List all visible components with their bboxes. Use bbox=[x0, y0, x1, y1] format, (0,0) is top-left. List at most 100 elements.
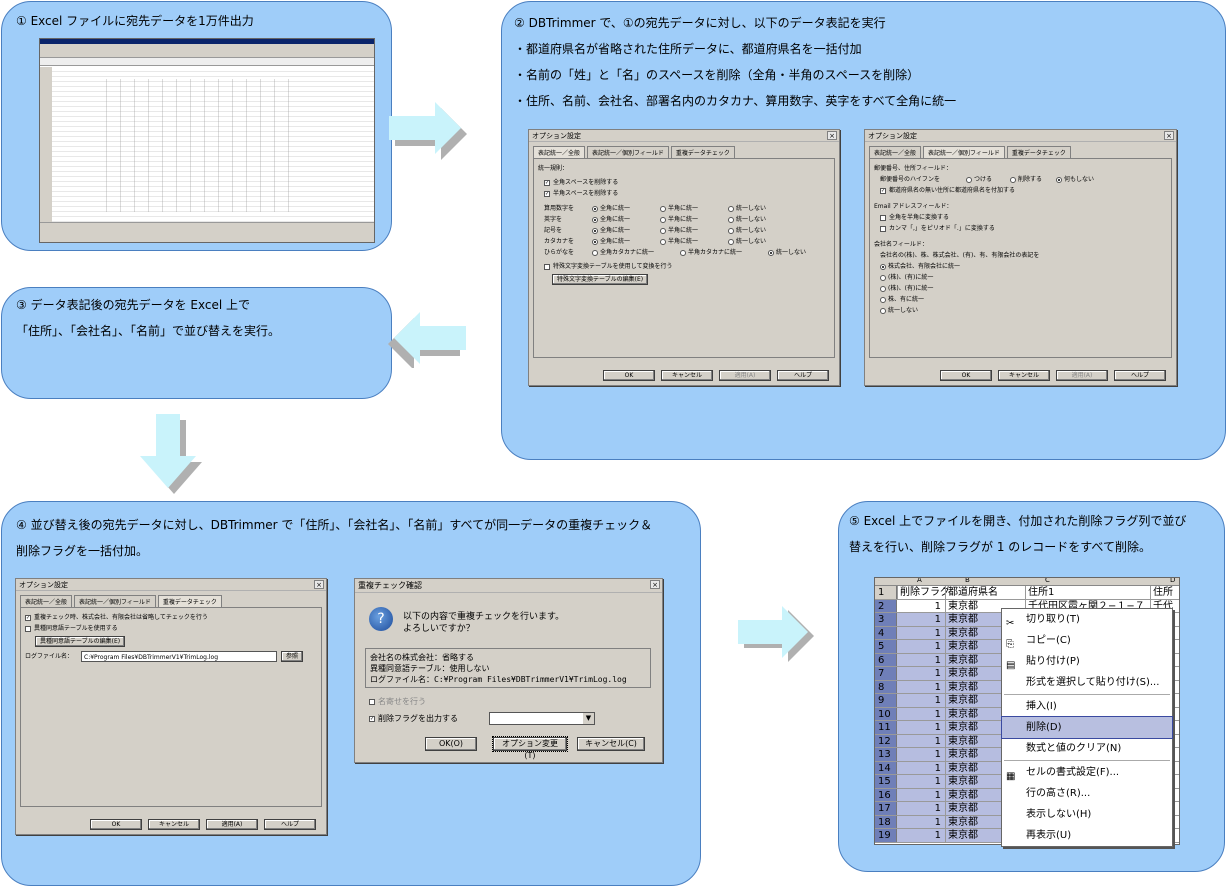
row-number[interactable]: 9 bbox=[875, 694, 897, 707]
row-number[interactable]: 2 bbox=[875, 599, 897, 612]
menu-item[interactable]: ✂切り取り(T) bbox=[1002, 609, 1172, 630]
close-icon[interactable]: × bbox=[1164, 131, 1174, 140]
tab-duplicate[interactable]: 重複データチェック bbox=[1006, 146, 1071, 158]
row-number[interactable]: 8 bbox=[875, 680, 897, 693]
header-cell[interactable]: 都道府県名 bbox=[945, 586, 998, 599]
radio[interactable] bbox=[680, 249, 686, 256]
tab-general[interactable]: 表記統一／全般 bbox=[20, 595, 73, 607]
tab-general[interactable]: 表記統一／全般 bbox=[869, 146, 922, 158]
apply-button[interactable]: 適用(A) bbox=[206, 819, 258, 830]
row-number[interactable]: 3 bbox=[875, 613, 897, 626]
radio[interactable] bbox=[1056, 176, 1062, 183]
flag-cell[interactable]: 1 bbox=[897, 640, 945, 653]
tab-general[interactable]: 表記統一／全般 bbox=[533, 146, 586, 158]
change-options-button[interactable]: オプション変更(T) bbox=[492, 736, 568, 760]
ok-button[interactable]: OK bbox=[90, 819, 142, 830]
row-number[interactable]: 5 bbox=[875, 640, 897, 653]
tab-individual[interactable]: 表記統一／個別フィールド bbox=[923, 146, 1005, 158]
column-header[interactable]: D bbox=[1170, 577, 1176, 584]
tab-duplicate[interactable]: 重複データチェック bbox=[670, 146, 735, 158]
menu-item[interactable]: 表示しない(H) bbox=[1002, 804, 1172, 825]
flag-cell[interactable]: 1 bbox=[897, 599, 945, 612]
address-cell[interactable]: 千代田区霞ヶ関２−１−７ bbox=[1025, 599, 1145, 612]
radio[interactable] bbox=[880, 296, 886, 303]
close-icon[interactable]: × bbox=[827, 131, 837, 140]
column-header[interactable]: C bbox=[1045, 577, 1050, 584]
checkbox[interactable]: ✓ bbox=[369, 715, 375, 722]
row-number[interactable]: 6 bbox=[875, 653, 897, 666]
cancel-button[interactable]: キャンセル(C) bbox=[577, 737, 645, 751]
flag-cell[interactable]: 1 bbox=[897, 667, 945, 680]
radio[interactable] bbox=[660, 227, 666, 234]
edit-synonym-table-button[interactable]: 異種同意語テーブルの編集(E) bbox=[35, 636, 126, 647]
menu-item[interactable]: 削除(D) bbox=[1001, 716, 1173, 739]
header-cell[interactable]: 削除フラグ bbox=[897, 586, 950, 599]
checkbox[interactable] bbox=[369, 698, 375, 705]
menu-item[interactable]: ⎘コピー(C) bbox=[1002, 630, 1172, 651]
flag-cell[interactable]: 1 bbox=[897, 829, 945, 842]
radio[interactable] bbox=[768, 249, 774, 256]
log-file-input[interactable]: C:¥Program Files¥DBTrimmerV1¥TrimLog.log bbox=[81, 651, 277, 662]
radio[interactable] bbox=[728, 216, 734, 223]
menu-item[interactable]: 数式と値のクリア(N) bbox=[1002, 738, 1172, 759]
row-number[interactable]: 10 bbox=[875, 707, 897, 720]
apply-button[interactable]: 適用(A) bbox=[719, 370, 771, 381]
flag-cell[interactable]: 1 bbox=[897, 802, 945, 815]
row-number[interactable]: 13 bbox=[875, 748, 897, 761]
radio[interactable] bbox=[728, 227, 734, 234]
tab-duplicate[interactable]: 重複データチェック bbox=[157, 595, 222, 607]
flag-cell[interactable]: 1 bbox=[897, 653, 945, 666]
flag-cell[interactable]: 1 bbox=[897, 775, 945, 788]
flag-cell[interactable]: 1 bbox=[897, 761, 945, 774]
ok-button[interactable]: OK bbox=[940, 370, 992, 381]
row-number[interactable]: 18 bbox=[875, 815, 897, 828]
flag-select[interactable]: ▼ bbox=[489, 712, 595, 725]
cancel-button[interactable]: キャンセル bbox=[148, 819, 200, 830]
row-number[interactable]: 17 bbox=[875, 802, 897, 815]
row-number[interactable]: 15 bbox=[875, 775, 897, 788]
menu-item[interactable]: 形式を選択して貼り付け(S)... bbox=[1002, 672, 1172, 693]
flag-cell[interactable]: 1 bbox=[897, 788, 945, 801]
tab-individual[interactable]: 表記統一／個別フィールド bbox=[587, 146, 669, 158]
flag-cell[interactable]: 1 bbox=[897, 815, 945, 828]
radio[interactable] bbox=[1010, 176, 1016, 183]
checkbox[interactable]: ✓ bbox=[25, 614, 31, 621]
row-number[interactable]: 16 bbox=[875, 788, 897, 801]
cancel-button[interactable]: キャンセル bbox=[998, 370, 1050, 381]
flag-cell[interactable]: 1 bbox=[897, 707, 945, 720]
menu-item[interactable]: ▦セルの書式設定(F)... bbox=[1002, 762, 1172, 783]
header-cell[interactable]: 住所 bbox=[1150, 586, 1173, 599]
radio[interactable] bbox=[880, 274, 886, 281]
flag-cell[interactable]: 1 bbox=[897, 734, 945, 747]
tab-individual[interactable]: 表記統一／個別フィールド bbox=[74, 595, 156, 607]
radio[interactable] bbox=[592, 249, 598, 256]
menu-item[interactable]: 行の高さ(R)... bbox=[1002, 783, 1172, 804]
radio[interactable] bbox=[880, 285, 886, 292]
ok-button[interactable]: OK(O) bbox=[425, 737, 477, 751]
radio[interactable] bbox=[660, 238, 666, 245]
checkbox[interactable] bbox=[880, 225, 886, 232]
radio[interactable] bbox=[592, 227, 598, 234]
radio[interactable] bbox=[966, 176, 972, 183]
header-cell[interactable]: 住所1 bbox=[1025, 586, 1054, 599]
help-button[interactable]: ヘルプ bbox=[777, 370, 829, 381]
checkbox[interactable]: ✓ bbox=[544, 190, 550, 197]
radio[interactable] bbox=[592, 205, 598, 212]
checkbox[interactable]: ✓ bbox=[544, 179, 550, 186]
row-number[interactable]: 4 bbox=[875, 626, 897, 639]
ok-button[interactable]: OK bbox=[603, 370, 655, 381]
radio[interactable] bbox=[880, 263, 886, 270]
browse-button[interactable]: 参照 bbox=[281, 651, 304, 662]
menu-item[interactable]: 挿入(I) bbox=[1002, 696, 1172, 717]
radio[interactable] bbox=[728, 238, 734, 245]
radio[interactable] bbox=[660, 205, 666, 212]
help-button[interactable]: ヘルプ bbox=[264, 819, 316, 830]
column-header[interactable]: A bbox=[917, 577, 922, 584]
radio[interactable] bbox=[592, 216, 598, 223]
address-cell[interactable]: 千代 bbox=[1150, 599, 1173, 612]
close-icon[interactable]: × bbox=[650, 580, 660, 589]
flag-cell[interactable]: 1 bbox=[897, 748, 945, 761]
row-number[interactable]: 12 bbox=[875, 734, 897, 747]
radio[interactable] bbox=[660, 216, 666, 223]
